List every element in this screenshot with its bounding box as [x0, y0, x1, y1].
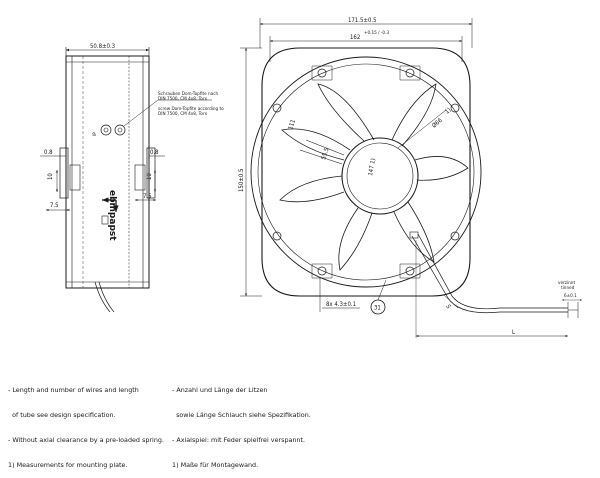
dim-left-bottom: 7.5: [50, 202, 59, 209]
notes-german: - Anzahl und Länge der Litzen sowie Läng…: [172, 369, 311, 478]
center-dim: 147 1): [367, 158, 377, 177]
dim-right-top: 0.8: [150, 149, 159, 156]
dim-right-mid: 10: [146, 173, 153, 180]
hub-diameter: Ø66: [431, 117, 444, 130]
screw-note-en-1: screw Dom-Topfite according to: [158, 106, 224, 111]
blade-dim-b: 55.5: [320, 147, 330, 161]
note-de-1: - Anzahl und Länge der Litzen: [172, 385, 268, 394]
note-en-3: - Without axial clearance by a pre-loade…: [8, 436, 164, 445]
cable: S L verzinnt tinned 6±0.1: [409, 231, 582, 338]
mounting-holes: [272, 65, 460, 279]
notes-english: - Length and number of wires and length …: [8, 369, 164, 478]
front-view: 171.5±0.5 162 +0.15 / -0.3 150±0.5: [238, 17, 582, 338]
note-en-2: of tube see design specification.: [8, 411, 116, 420]
note-de-3: - Axialspiel: mit Feder spielfrei verspa…: [172, 436, 306, 445]
tinned-en: tinned: [561, 285, 575, 290]
note-en-1: - Length and number of wires and length: [8, 385, 139, 394]
tinned-length: 6±0.1: [564, 293, 577, 298]
dim-left-mid: 10: [47, 173, 54, 180]
note-de-4: 1) Maße für Montagewand.: [172, 461, 259, 470]
screw-note-de-1: Schrauben Dom-Topfite nach: [158, 91, 219, 96]
dim-left-top: 0.8: [44, 149, 53, 156]
svg-text:IP: IP: [92, 132, 97, 136]
technical-drawing: 50.8±0.3 IP ebmpapst 0.8 10 7.5: [40, 17, 582, 338]
note-de-2: sowie Länge Schlauch siehe Spezifikation…: [172, 411, 311, 420]
tinned-de: verzinnt: [558, 280, 575, 285]
hole-spacing-tol: +0.15 / -0.3: [364, 30, 389, 35]
fan-blades: [279, 83, 469, 271]
dim-right-bottom: 7.5: [143, 193, 152, 200]
cable-l: L: [512, 329, 515, 336]
brand-label: ebmpapst: [107, 190, 117, 241]
side-width-label: 50.8±0.3: [90, 43, 115, 50]
balloon-31: 31: [374, 305, 381, 312]
hub-note: 1): [444, 107, 453, 116]
blade-dim-a: 111: [287, 119, 297, 131]
height-dim: 150±0.5: [238, 169, 245, 192]
note-en-4: 1) Measurements for mounting plate.: [8, 461, 128, 470]
overall-width: 171.5±0.5: [348, 17, 377, 24]
cable-s: S: [444, 304, 452, 311]
screw-note-de-2: DIN 7500, CM 4x8, Torx: [158, 96, 208, 101]
hole-callout: 8x 4.3±0.1: [326, 301, 356, 308]
side-view: 50.8±0.3 IP ebmpapst 0.8 10 7.5: [40, 43, 224, 313]
hole-spacing: 162: [350, 34, 360, 41]
screw-note-en-2: DIN 7500, CM 4x8, Torx: [158, 111, 208, 116]
